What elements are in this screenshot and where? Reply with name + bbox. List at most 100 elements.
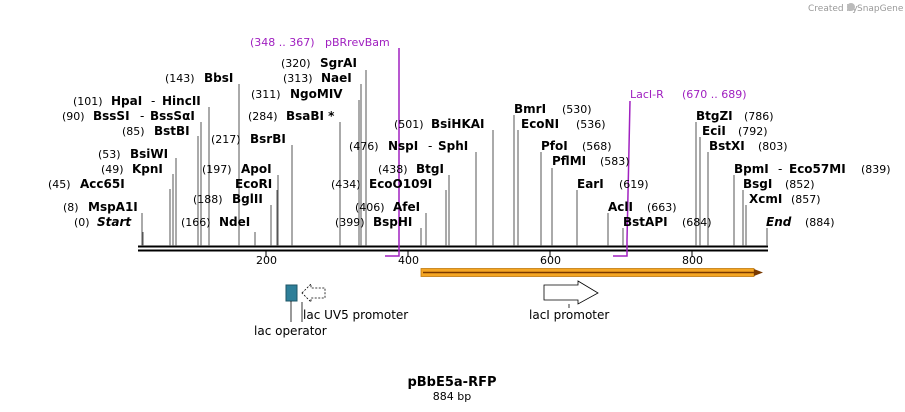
primer-marks: [385, 48, 631, 257]
site-ecii-name[interactable]: EciI: [702, 124, 726, 138]
site-kpni-name[interactable]: KpnI: [132, 162, 163, 176]
site-hpai-alias[interactable]: HincII: [162, 94, 201, 108]
site-econi-name[interactable]: EcoNI: [521, 117, 559, 131]
site-bstbi-name[interactable]: BstBI: [154, 124, 190, 138]
site-pflmi-pos: (583): [600, 155, 630, 168]
site-ecori-name[interactable]: EcoRI: [235, 177, 272, 191]
site-bmri-pos: (530): [562, 103, 592, 116]
site-ecoo109i-name[interactable]: EcoO109I: [369, 177, 432, 191]
site-naei-pos: (313): [283, 72, 313, 85]
site-hpai-name[interactable]: HpaI: [111, 94, 142, 108]
primer-lacir-name[interactable]: LacI-R: [630, 88, 664, 101]
site-pfoi-name[interactable]: PfoI: [541, 139, 568, 153]
lac-operator-label: lac operator: [254, 324, 327, 338]
site-ngomiv-name[interactable]: NgoMIV: [290, 87, 343, 101]
site-bsihkai-pos: (501): [394, 118, 424, 131]
site-bsrbi-name[interactable]: BsrBI: [250, 132, 286, 146]
site-leader-lines: [141, 70, 768, 246]
site-bsphi-name[interactable]: BspHI: [373, 215, 412, 229]
site-labels-right: BtgZI (786) EciI (792) BstXI (803) BpmI …: [696, 109, 891, 229]
site-ecii-pos: (792): [738, 125, 768, 138]
sequence-backbone[interactable]: [138, 245, 768, 252]
site-bstbi-pos: (85): [122, 125, 145, 138]
site-sgrai-name[interactable]: SgrAI: [320, 56, 357, 70]
site-acc65i-name[interactable]: Acc65I: [80, 177, 125, 191]
site-afei-name[interactable]: AfeI: [393, 200, 420, 214]
site-bpmi-name[interactable]: BpmI: [734, 162, 769, 176]
svg-text:-: -: [140, 109, 144, 123]
tick-label: 200: [256, 254, 277, 267]
site-bmri-name[interactable]: BmrI: [514, 102, 546, 116]
site-bstxi-pos: (803): [758, 140, 788, 153]
site-end-pos: (884): [805, 216, 835, 229]
site-btgzi-name[interactable]: BtgZI: [696, 109, 733, 123]
site-acli-name[interactable]: AclI: [608, 200, 633, 214]
site-bsabi-pos: (284): [248, 110, 278, 123]
site-bsiwi-pos: (53): [98, 148, 121, 161]
site-ndei-pos: (166): [181, 216, 211, 229]
snapgene-logo-icon: [847, 3, 855, 11]
svg-text:-: -: [428, 139, 432, 153]
lac-operator-box-icon[interactable]: [285, 284, 298, 302]
site-mspa1i-name[interactable]: MspA1I: [88, 200, 138, 214]
feature-lac-uv5-promoter[interactable]: lac UV5 promoter: [301, 283, 408, 322]
site-start-name[interactable]: Start: [97, 215, 132, 229]
site-ecoo109i-pos: (434): [331, 178, 361, 191]
feature-laci-promoter[interactable]: lacI promoter: [529, 280, 609, 322]
site-nspi-alias[interactable]: SphI: [438, 139, 468, 153]
site-ngomiv-pos: (311): [251, 88, 281, 101]
laci-promoter-arrow-icon[interactable]: [543, 280, 599, 305]
site-bglii-name[interactable]: BglII: [232, 192, 263, 206]
site-bsiwi-name[interactable]: BsiWI: [130, 147, 168, 161]
site-bpmi-alias[interactable]: Eco57MI: [789, 162, 846, 176]
orf-arrow[interactable]: [420, 268, 763, 277]
site-bstapi-name[interactable]: BstAPI: [623, 215, 668, 229]
site-eari-pos: (619): [619, 178, 649, 191]
site-bbsi-pos: (143): [165, 72, 195, 85]
site-acli-pos: (663): [647, 201, 677, 214]
site-econi-pos: (536): [576, 118, 606, 131]
site-eari-name[interactable]: EarI: [577, 177, 604, 191]
tick-label: 600: [540, 254, 561, 267]
primer-lacir-pos: (670 .. 689): [682, 88, 747, 101]
site-bsgi-pos: (852): [785, 178, 815, 191]
site-bsabi-name[interactable]: BsaBI *: [286, 109, 335, 123]
site-bsssi-pos: (90): [62, 110, 85, 123]
site-hpai-pos: (101): [73, 95, 103, 108]
lac-uv5-promoter-arrow-icon[interactable]: [301, 283, 326, 303]
site-ndei-name[interactable]: NdeI: [219, 215, 250, 229]
site-bsihkai-name[interactable]: BsiHKAI: [431, 117, 485, 131]
lac-uv5-promoter-label: lac UV5 promoter: [303, 308, 408, 322]
site-bsssi-name[interactable]: BssSI: [93, 109, 130, 123]
map-title: pBbE5a-RFP: [407, 375, 496, 390]
site-xcmi-name[interactable]: XcmI: [749, 192, 782, 206]
site-naei-name[interactable]: NaeI: [321, 71, 352, 85]
tick-label: 400: [398, 254, 419, 267]
site-bstxi-name[interactable]: BstXI: [709, 139, 745, 153]
credit-text: Created by: [808, 4, 858, 14]
site-bglii-pos: (188): [193, 193, 223, 206]
site-bsrbi-pos: (217): [211, 133, 241, 146]
site-end-name[interactable]: End: [766, 215, 792, 229]
credit-brand: SnapGene: [857, 4, 904, 14]
site-btgzi-pos: (786): [744, 110, 774, 123]
site-bsgi-name[interactable]: BsgI: [743, 177, 772, 191]
site-btgi-name[interactable]: BtgI: [416, 162, 444, 176]
primer-pbrrevbam-name[interactable]: pBRrevBam: [325, 36, 390, 49]
site-labels-middle: (399) BspHI (406) AfeI (434) EcoO109I (4…: [331, 102, 712, 229]
map-length: 884 bp: [433, 390, 471, 403]
site-nspi-name[interactable]: NspI: [388, 139, 418, 153]
site-bpmi-pos: (839): [861, 163, 891, 176]
svg-text:-: -: [778, 162, 782, 176]
site-pflmi-name[interactable]: PflMI: [552, 154, 586, 168]
site-start-pos: (0): [74, 216, 90, 229]
laci-promoter-label: lacI promoter: [529, 308, 609, 322]
site-sgrai-pos: (320): [281, 57, 311, 70]
snapgene-credit: Created by SnapGene: [808, 3, 904, 14]
feature-lac-operator[interactable]: lac operator: [254, 284, 327, 338]
site-btgi-pos: (438): [378, 163, 408, 176]
site-apoi-name[interactable]: ApoI: [241, 162, 272, 176]
site-bbsi-name[interactable]: BbsI: [204, 71, 233, 85]
site-bsssi-alias[interactable]: BssSαI: [150, 109, 195, 123]
